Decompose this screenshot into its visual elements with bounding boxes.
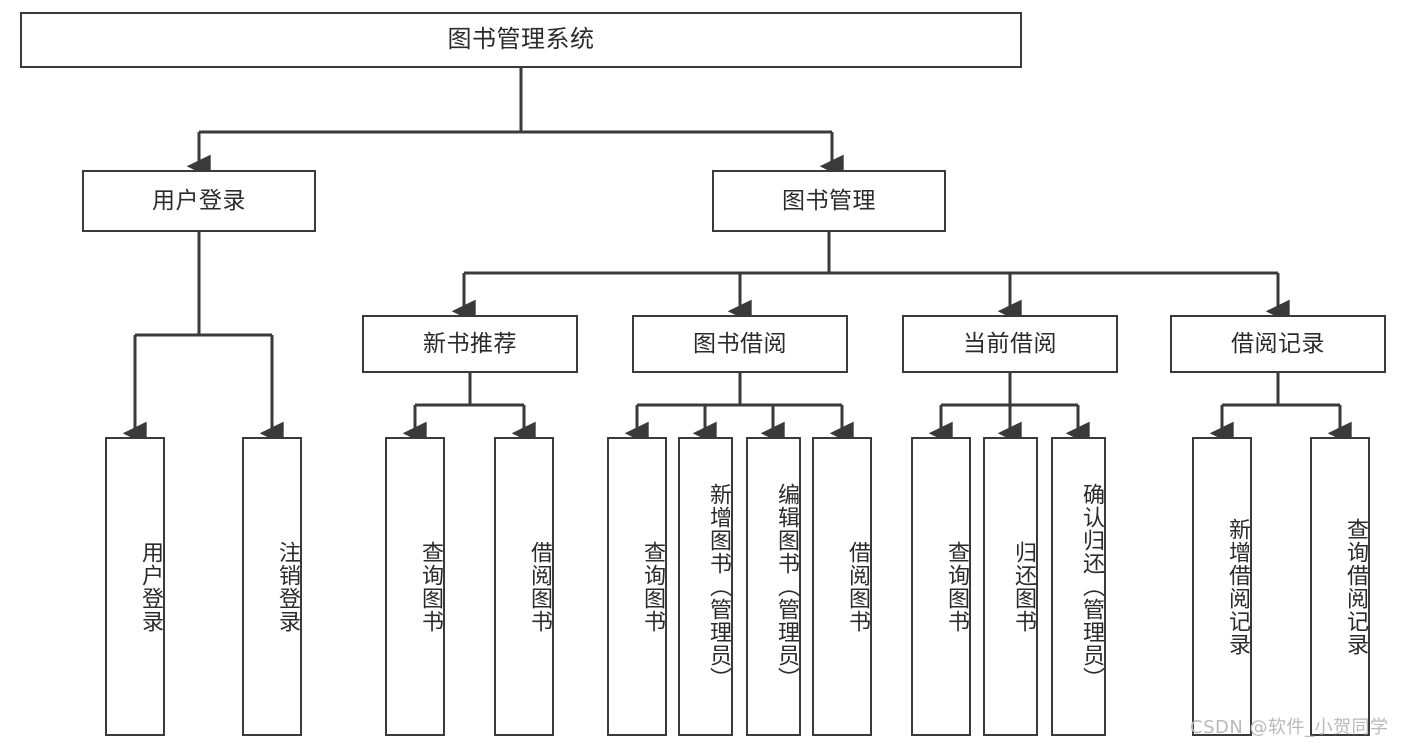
leaf-user-login[interactable]: 用户登录 xyxy=(105,437,165,736)
node-current-borrow[interactable]: 当前借阅 xyxy=(902,315,1118,373)
leaf-label: 借阅图书 xyxy=(527,540,552,633)
leaf-label: 借阅图书 xyxy=(845,540,870,633)
leaf-borrow-edit-book-admin[interactable]: 编辑图书（管理员） xyxy=(746,437,801,736)
leaf-current-confirm-return-admin[interactable]: 确认归还（管理员） xyxy=(1051,437,1106,736)
leaf-label: 确认归还（管理员） xyxy=(1079,483,1104,690)
leaf-label: 编辑图书（管理员） xyxy=(774,483,799,690)
leaf-current-query-book[interactable]: 查询图书 xyxy=(911,437,971,736)
node-book-borrow[interactable]: 图书借阅 xyxy=(632,315,848,373)
node-user-login[interactable]: 用户登录 xyxy=(82,170,316,232)
leaf-label: 新增图书（管理员） xyxy=(706,483,731,690)
leaf-label: 查询借阅记录 xyxy=(1343,517,1368,656)
leaf-current-return-book[interactable]: 归还图书 xyxy=(983,437,1038,736)
leaf-label: 查询图书 xyxy=(418,540,443,633)
node-root-system[interactable]: 图书管理系统 xyxy=(20,12,1022,68)
node-book-manage[interactable]: 图书管理 xyxy=(712,170,946,232)
leaf-label: 查询图书 xyxy=(944,540,969,633)
leaf-recommend-borrow-book[interactable]: 借阅图书 xyxy=(494,437,554,736)
leaf-borrow-query-book[interactable]: 查询图书 xyxy=(607,437,667,736)
leaf-recommend-query-book[interactable]: 查询图书 xyxy=(385,437,445,736)
leaf-record-add-borrow-record[interactable]: 新增借阅记录 xyxy=(1192,437,1252,736)
leaf-label: 归还图书 xyxy=(1011,540,1036,633)
node-borrow-record[interactable]: 借阅记录 xyxy=(1170,315,1386,373)
csdn-watermark: CSDN @软件_小贺同学 xyxy=(1190,717,1389,738)
leaf-borrow-do-borrow-book[interactable]: 借阅图书 xyxy=(812,437,872,736)
leaf-user-logout[interactable]: 注销登录 xyxy=(242,437,302,736)
node-new-book-recommend[interactable]: 新书推荐 xyxy=(362,315,578,373)
leaf-label: 用户登录 xyxy=(138,540,163,633)
leaf-record-query-borrow-record[interactable]: 查询借阅记录 xyxy=(1310,437,1370,736)
leaf-label: 新增借阅记录 xyxy=(1225,517,1250,656)
leaf-label: 查询图书 xyxy=(640,540,665,633)
leaf-label: 注销登录 xyxy=(275,540,300,633)
leaf-borrow-add-book-admin[interactable]: 新增图书（管理员） xyxy=(678,437,733,736)
